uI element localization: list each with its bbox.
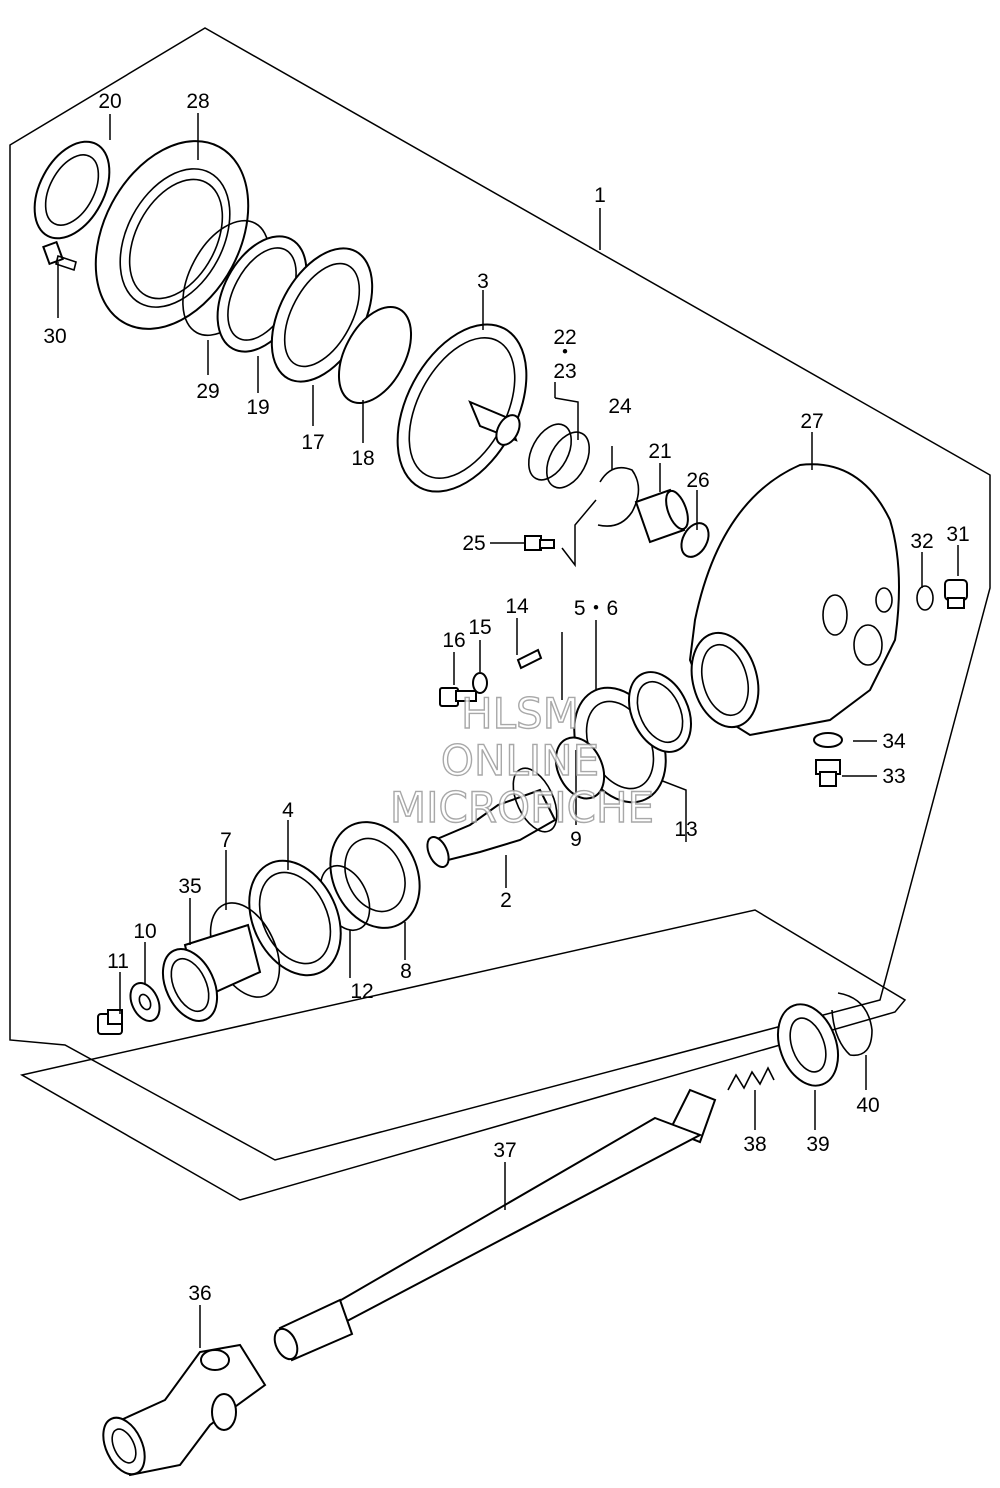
callout-labels: 1 2 3 4 5・6 7 8 9 10 11 12 13 14 15 16 1… [43, 90, 969, 1305]
callout-9: 9 [570, 828, 582, 851]
callout-36: 36 [188, 1282, 211, 1305]
callout-14: 14 [505, 595, 529, 618]
callout-35: 35 [178, 875, 201, 898]
callout-16: 16 [442, 629, 465, 652]
callout-30: 30 [43, 325, 66, 348]
callout-27: 27 [800, 410, 823, 433]
callout-3: 3 [477, 270, 489, 293]
part-40-circlip[interactable] [831, 992, 873, 1057]
part-2-drive-pinion[interactable] [423, 762, 566, 871]
part-13-spacer[interactable] [617, 662, 703, 762]
callout-15: 15 [468, 616, 491, 639]
callout-24: 24 [608, 395, 632, 418]
callout-20: 20 [98, 90, 121, 113]
callout-17: 17 [301, 431, 324, 454]
callout-2: 2 [500, 889, 512, 912]
assembly-1-outline [9, 27, 991, 1161]
part-8-bearing[interactable] [314, 807, 437, 942]
callout-18: 18 [351, 447, 374, 470]
part-30-bolt[interactable] [42, 240, 77, 272]
callout-7: 7 [220, 829, 232, 852]
part-36-universal-joint[interactable] [95, 1343, 267, 1481]
svg-text:HLSM: HLSM [461, 689, 579, 738]
part-18-o-ring[interactable] [324, 295, 426, 415]
bracket-22-23 [554, 382, 579, 440]
part-11-nut[interactable] [97, 1009, 123, 1035]
callout-26: 26 [686, 469, 709, 492]
driveshaft-group-outline [19, 909, 907, 1201]
callout-40: 40 [856, 1094, 879, 1117]
part-15-washer[interactable] [472, 672, 488, 694]
watermark: HLSM ONLINE MICROFICHE [389, 688, 655, 832]
part-10-washer[interactable] [125, 978, 165, 1025]
part-38-spring[interactable] [727, 1066, 775, 1091]
callout-37: 37 [493, 1139, 516, 1162]
callout-1: 1 [594, 184, 606, 207]
part-33-plug[interactable] [815, 759, 841, 787]
callout-5-6: 5・6 [574, 597, 618, 620]
callout-11: 11 [107, 950, 129, 973]
callout-32: 32 [910, 530, 933, 553]
part-9-bearing[interactable] [547, 730, 614, 807]
part-25-bolt[interactable] [524, 535, 555, 551]
callout-34: 34 [882, 730, 906, 753]
part-20-oil-seal[interactable] [19, 129, 124, 251]
svg-text:MICROFICHE: MICROFICHE [390, 783, 654, 832]
callout-28: 28 [186, 90, 209, 113]
part-14-stud[interactable] [516, 648, 543, 670]
part-28-bearing-case[interactable] [65, 115, 279, 355]
svg-text:ONLINE: ONLINE [441, 736, 599, 785]
callout-21: 21 [648, 440, 671, 463]
callout-22-dot: ・ [555, 341, 576, 364]
callout-39: 39 [806, 1133, 829, 1156]
callout-12: 12 [350, 980, 373, 1003]
callout-19: 19 [246, 396, 269, 419]
part-32-washer[interactable] [916, 585, 934, 611]
callout-22: 22 [553, 326, 576, 349]
callout-10: 10 [133, 920, 156, 943]
callout-31: 31 [946, 523, 969, 546]
leader-24-25 [561, 446, 613, 568]
part-39-cover[interactable] [767, 996, 848, 1094]
part-27-gear-case[interactable] [682, 463, 900, 737]
leader-14-13 [561, 632, 687, 842]
part-4-coupling[interactable] [232, 846, 359, 990]
part-35-joint[interactable] [152, 923, 262, 1030]
callout-13: 13 [674, 818, 697, 841]
part-37-drive-shaft[interactable] [270, 1088, 717, 1363]
part-16-bolt[interactable] [439, 687, 477, 707]
part-24-retainer[interactable] [597, 466, 640, 527]
part-31-plug[interactable] [944, 579, 968, 609]
callout-38: 38 [743, 1133, 766, 1156]
callout-8: 8 [400, 960, 412, 983]
part-3-ring-gear[interactable] [371, 303, 553, 514]
part-21-needle-bearing[interactable] [634, 488, 692, 544]
callout-29: 29 [196, 380, 219, 403]
leader-lines [57, 113, 959, 1348]
callout-25: 25 [462, 532, 485, 555]
callout-23: 23 [553, 360, 576, 383]
part-34-washer[interactable] [813, 732, 843, 748]
part-23-shim[interactable] [538, 425, 598, 495]
callout-33: 33 [882, 765, 905, 788]
part-22-shim[interactable] [520, 417, 580, 487]
callout-4: 4 [282, 799, 294, 822]
part-26-seal[interactable] [676, 518, 714, 561]
